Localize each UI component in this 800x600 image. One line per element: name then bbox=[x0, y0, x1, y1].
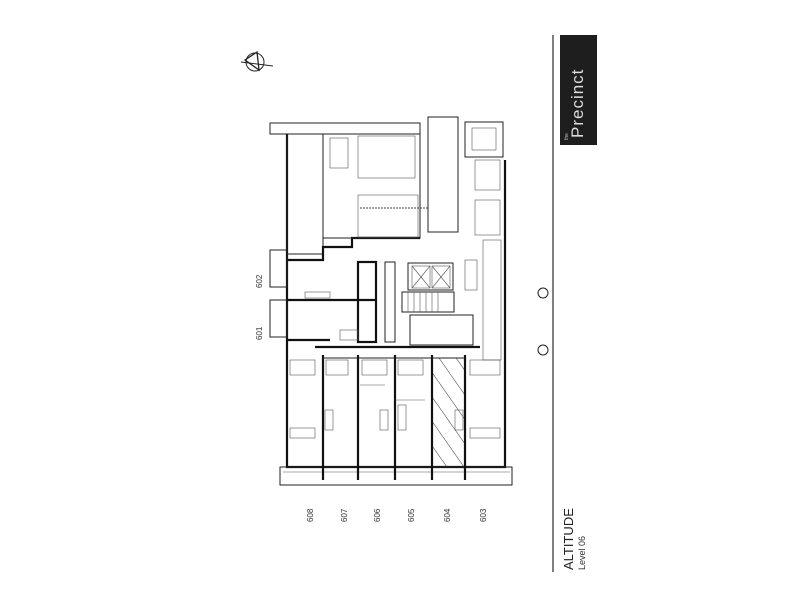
unit-label-603: 603 bbox=[479, 508, 488, 522]
unit-label-601: 601 bbox=[255, 326, 264, 340]
marker-circle bbox=[537, 287, 549, 299]
unit-label-607: 607 bbox=[340, 508, 349, 522]
unit-label-605: 605 bbox=[407, 508, 416, 522]
svg-text:the: the bbox=[564, 133, 570, 140]
svg-text:Precinct: Precinct bbox=[568, 69, 587, 138]
unit-label-606: 606 bbox=[373, 508, 382, 522]
unit-label-604: 604 bbox=[443, 508, 452, 522]
floor-plan bbox=[269, 116, 513, 486]
marker-circle bbox=[537, 344, 549, 356]
unit-label-608: 608 bbox=[306, 508, 315, 522]
project-title: ALTITUDE bbox=[561, 508, 576, 570]
north-arrow-icon bbox=[240, 50, 274, 72]
level-label: Level 06 bbox=[577, 536, 587, 570]
unit-label-602: 602 bbox=[255, 274, 264, 288]
precinct-logo: Precinct the bbox=[560, 35, 597, 145]
